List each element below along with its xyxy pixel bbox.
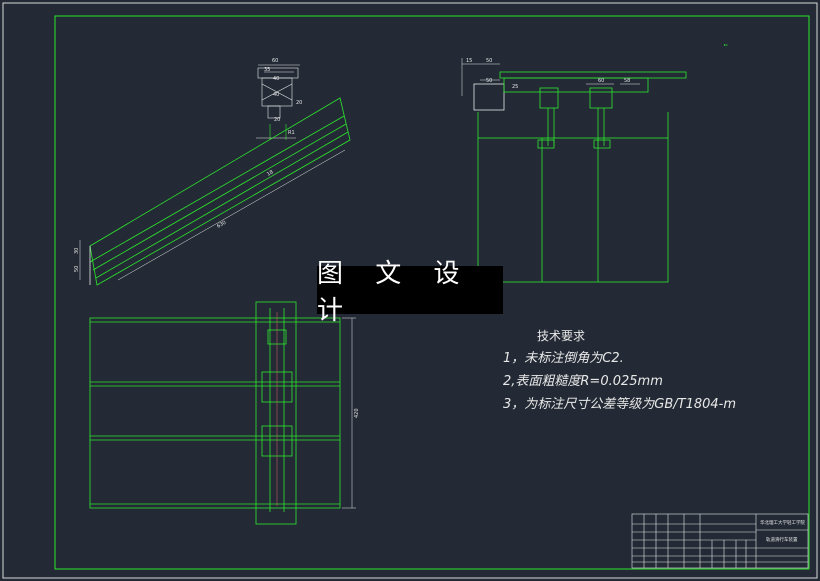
dim-50: 50 (74, 266, 80, 272)
title-block (631, 513, 809, 569)
tech-requirement-3: 3，为标注尺寸公差等级为GB/T1804-m (503, 397, 737, 412)
title-block-school: 华北理工大学轻工学院 (760, 519, 805, 526)
dim-35: 35 (264, 67, 270, 73)
dim-40b: 40 (273, 92, 279, 98)
tech-requirements-title: 技术要求 (537, 329, 586, 343)
inner-border (54, 15, 810, 570)
incline-dimension-lines (79, 149, 346, 281)
tech-requirement-1: 1，未标注倒角为C2. (503, 351, 624, 366)
dim-420: 420 (354, 408, 360, 418)
inclined-beam-view (89, 97, 351, 286)
plan-view-dims (342, 317, 356, 509)
title-block-drawing-name: 轨道滑行车装置 (766, 536, 798, 543)
dim-20a: 20 (296, 100, 302, 106)
dim-15: 15 (466, 58, 472, 64)
clamp-part-view (256, 64, 300, 140)
dim-r1: R1 (288, 130, 295, 136)
dim-60b: 60 (598, 78, 604, 84)
corner-mark: ▸▹ (724, 42, 728, 47)
front-view-dims (461, 58, 640, 96)
dim-50a: 50 (486, 58, 492, 64)
watermark-banner: 图 文 设 计 (317, 259, 503, 326)
dim-50b: 50 (486, 78, 492, 84)
dim-40a: 40 (273, 76, 279, 82)
dim-25: 25 (512, 84, 518, 90)
dim-58: 58 (624, 78, 630, 84)
dim-630: 630 (216, 220, 227, 230)
plan-view (89, 301, 341, 525)
dim-30: 30 (74, 248, 80, 254)
front-elevation-view (473, 71, 687, 283)
tech-requirement-2: 2,表面粗糙度R=0.025mm (503, 374, 663, 389)
dim-20b: 20 (274, 117, 280, 123)
dim-60: 60 (272, 58, 278, 64)
dim-18: 18 (266, 169, 275, 177)
